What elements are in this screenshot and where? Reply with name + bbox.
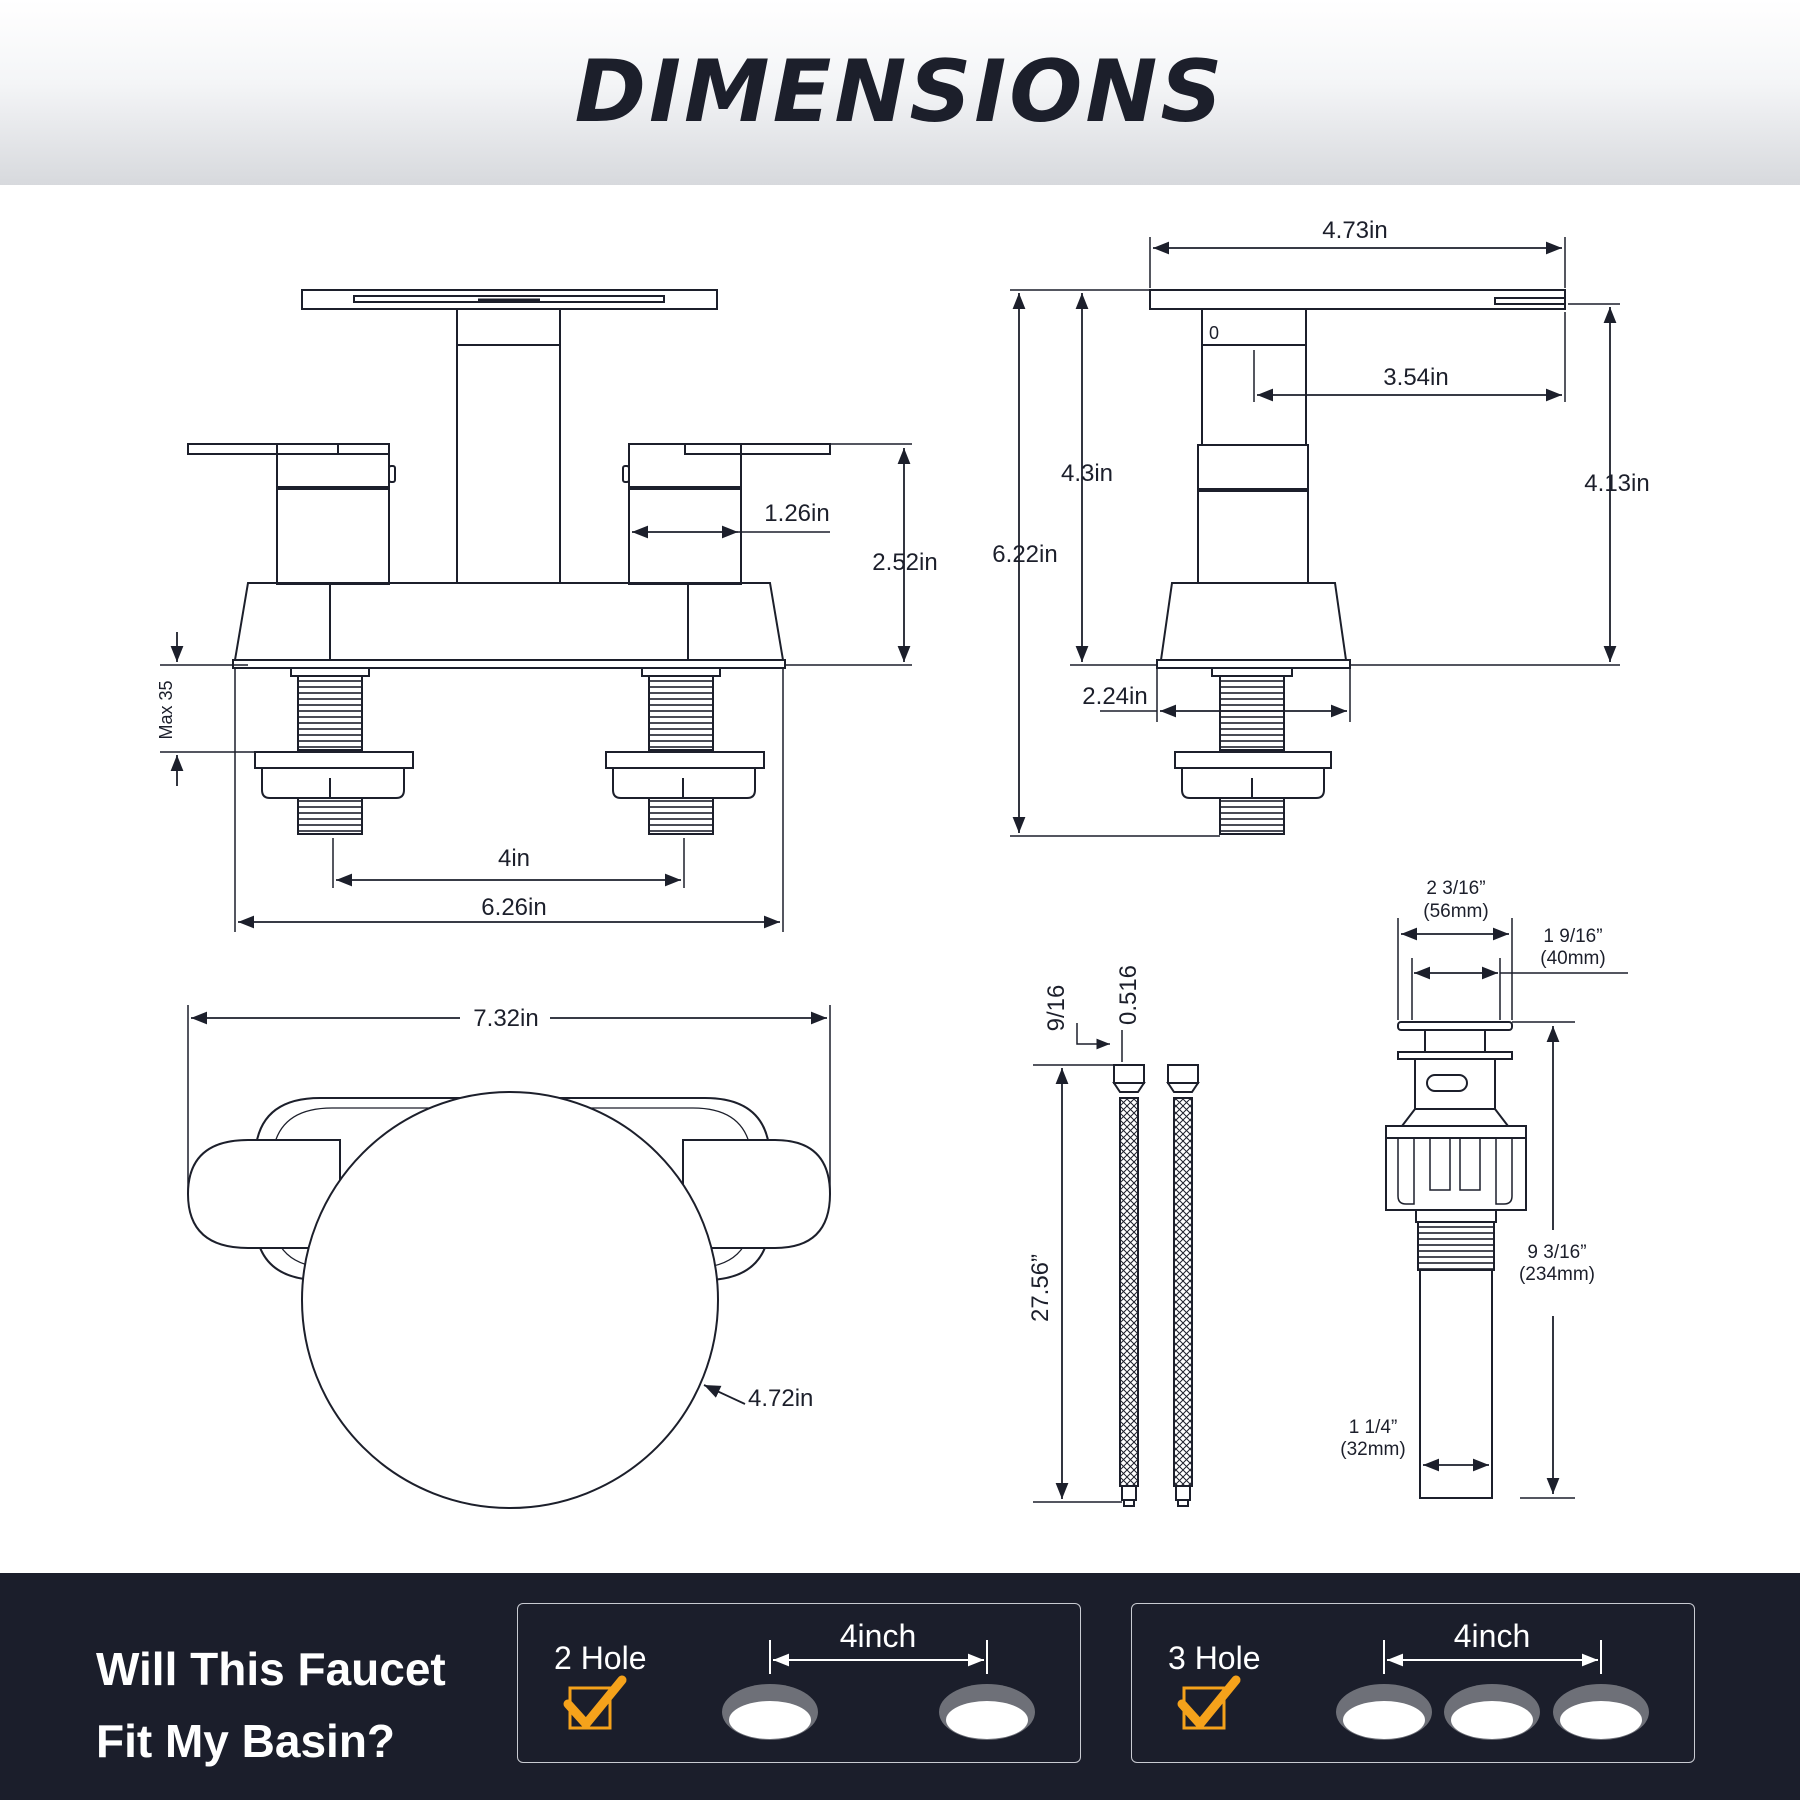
dim-drain-length-mm: (234mm) bbox=[1519, 1264, 1595, 1285]
dim-drain-tail-width: 1 1/4” bbox=[1349, 1417, 1398, 1438]
svg-text:0: 0 bbox=[1209, 323, 1219, 343]
three-hole-option: 3 Hole 4inch bbox=[1131, 1603, 1695, 1763]
page-title: DIMENSIONS bbox=[574, 42, 1226, 142]
basin-fit-footer: Will This Faucet Fit My Basin? bbox=[0, 1573, 1800, 1800]
dim-handle-width: 1.26in bbox=[764, 500, 829, 527]
dim-drain-length: 9 3/16” bbox=[1527, 1242, 1586, 1263]
dim-overall-width: 7.32in bbox=[473, 1005, 538, 1032]
dim-nut-size-b: 0.516 bbox=[1115, 965, 1142, 1025]
two-hole-label: 2 Hole bbox=[554, 1640, 647, 1676]
fit-question: Will This Faucet Fit My Basin? bbox=[96, 1633, 446, 1777]
dim-spout-reach: 3.54in bbox=[1383, 364, 1448, 391]
top-view: 7.32in 4.72in bbox=[186, 1005, 832, 1509]
dim-base-width: 6.26in bbox=[481, 894, 546, 921]
dim-total-height: 6.22in bbox=[992, 541, 1057, 568]
basin-hole-icon bbox=[1336, 1684, 1432, 1740]
dim-max-thickness: Max 35 bbox=[156, 680, 176, 739]
dim-nut-size-a: 9/16 bbox=[1043, 985, 1070, 1032]
two-hole-option: 2 Hole 4inch bbox=[517, 1603, 1081, 1763]
fit-question-line1: Will This Faucet bbox=[96, 1643, 446, 1695]
dim-drain-cap-width: 2 3/16” bbox=[1426, 878, 1485, 899]
checkbox-icon bbox=[1177, 1675, 1241, 1730]
two-hole-graphic bbox=[563, 1640, 1035, 1740]
basin-hole-icon bbox=[722, 1684, 818, 1740]
dim-center-spacing: 4in bbox=[498, 845, 530, 872]
three-hole-label: 3 Hole bbox=[1168, 1640, 1261, 1676]
dim-outlet-height: 4.13in bbox=[1584, 470, 1649, 497]
front-view: 2.52in 1.26in Max 35 4in 6.26in bbox=[156, 289, 938, 932]
dim-drain-tail-width-mm: (32mm) bbox=[1340, 1439, 1405, 1460]
basin-hole-icon bbox=[1444, 1684, 1540, 1740]
dim-spout-height: 4.3in bbox=[1061, 460, 1113, 487]
two-hole-spacing: 4inch bbox=[839, 1618, 917, 1654]
dim-diameter: 4.72in bbox=[748, 1385, 813, 1412]
dim-hose-length: 27.56” bbox=[1027, 1254, 1054, 1322]
pop-up-drain: 2 3/16” (56mm) 1 9/16” (40mm) 9 3/16” (2… bbox=[1340, 878, 1628, 1499]
dim-top-width: 4.73in bbox=[1322, 217, 1387, 244]
basin-hole-icon bbox=[1553, 1684, 1649, 1740]
dim-drain-inner-width: 1 9/16” bbox=[1543, 926, 1602, 947]
supply-hoses: 27.56” 9/16 0.516 bbox=[1027, 965, 1200, 1507]
side-view: 0 4.73in 3.54in bbox=[992, 217, 1650, 837]
basin-hole-icon bbox=[939, 1684, 1035, 1740]
header: DIMENSIONS bbox=[0, 0, 1800, 185]
three-hole-graphic bbox=[1177, 1640, 1649, 1740]
fit-question-line2: Fit My Basin? bbox=[96, 1715, 396, 1767]
dim-base-depth: 2.24in bbox=[1082, 683, 1147, 710]
checkbox-icon bbox=[563, 1675, 627, 1730]
dim-handle-height: 2.52in bbox=[872, 549, 937, 576]
dim-drain-inner-width-mm: (40mm) bbox=[1540, 948, 1605, 969]
three-hole-spacing: 4inch bbox=[1453, 1618, 1531, 1654]
dimension-drawing: 2.52in 1.26in Max 35 4in 6.26in bbox=[156, 217, 1650, 1509]
dim-drain-cap-width-mm: (56mm) bbox=[1423, 901, 1488, 922]
